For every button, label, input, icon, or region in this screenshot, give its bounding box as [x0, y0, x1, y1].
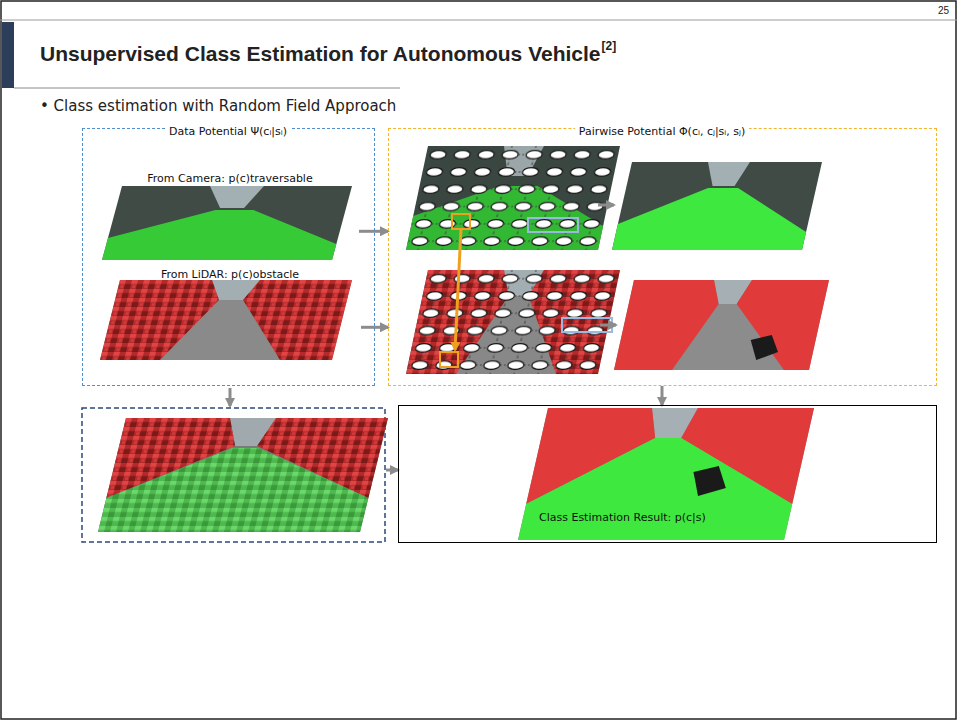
camera-field-grid — [406, 146, 620, 250]
foliage — [612, 162, 822, 250]
camera-result-image — [612, 162, 822, 250]
road — [98, 418, 388, 532]
obstacle-right — [722, 280, 829, 370]
unknown-patch — [746, 335, 782, 360]
flow-arrow — [600, 324, 616, 327]
node-label: From LiDAR: p(c)obstacle — [161, 268, 299, 282]
data-potential-region: Data Potential Ψ(cᵢ|sᵢ)From Camera: p(c)… — [82, 128, 375, 386]
road — [518, 408, 814, 540]
foliage — [102, 186, 352, 260]
coupling-arrow — [455, 229, 461, 350]
region-heading: Data Potential Ψ(cᵢ|sᵢ) — [165, 124, 291, 139]
sky — [703, 162, 750, 186]
obstacle-left — [100, 280, 224, 360]
lidar-input: From LiDAR: p(c)obstacle — [99, 261, 361, 363]
traversable-road — [612, 188, 816, 250]
lidar-image — [100, 280, 352, 360]
camera-image — [102, 186, 352, 260]
page-number: 25 — [938, 5, 949, 16]
pair-highlight — [528, 218, 578, 232]
camera-input: From Camera: p(c)traversable — [101, 165, 359, 267]
flow-connector — [661, 386, 664, 405]
result-box: Class Estimation Result: p(c|s) — [398, 405, 937, 543]
flow-arrow — [229, 388, 232, 406]
class-result-image — [518, 408, 814, 540]
node-highlight — [452, 214, 470, 229]
node-label: From Camera: p(c)traversable — [147, 172, 312, 186]
combined-potential-image — [98, 418, 388, 532]
title-accent-bar — [2, 22, 14, 88]
bullet-text: • Class estimation with Random Field App… — [40, 97, 396, 115]
region-heading: Pairwise Potential Φ(cᵢ, cⱼ|sᵢ, sⱼ) — [575, 124, 749, 139]
road — [406, 270, 620, 374]
title-underline — [14, 88, 400, 89]
flow-arrow — [598, 204, 614, 207]
traversable-road — [518, 438, 807, 540]
unknown-patch — [688, 466, 731, 496]
road — [100, 280, 352, 360]
pairwise-potential-region: Pairwise Potential Φ(cᵢ, cⱼ|sᵢ, sⱼ) — [388, 128, 937, 386]
flow-arrow — [386, 469, 398, 472]
traversable-road — [98, 448, 381, 532]
header-rule — [0, 20, 957, 21]
node-label: Class Estimation Result: p(c|s) — [539, 511, 706, 525]
citation-mark: [2] — [602, 39, 617, 53]
sky — [204, 186, 264, 208]
lidar-result-image — [614, 280, 829, 370]
node-highlight — [440, 352, 458, 367]
slide-title: Unsupervised Class Estimation for Autono… — [40, 42, 601, 66]
field-nodes — [406, 146, 620, 250]
obstacle-right — [228, 280, 352, 360]
flow-connector — [359, 230, 388, 233]
field-nodes — [406, 270, 620, 374]
obstacle-left — [614, 280, 724, 370]
road — [614, 280, 829, 370]
traversable-road — [102, 210, 345, 260]
foliage — [406, 146, 620, 250]
lidar-field-grid — [406, 270, 620, 374]
